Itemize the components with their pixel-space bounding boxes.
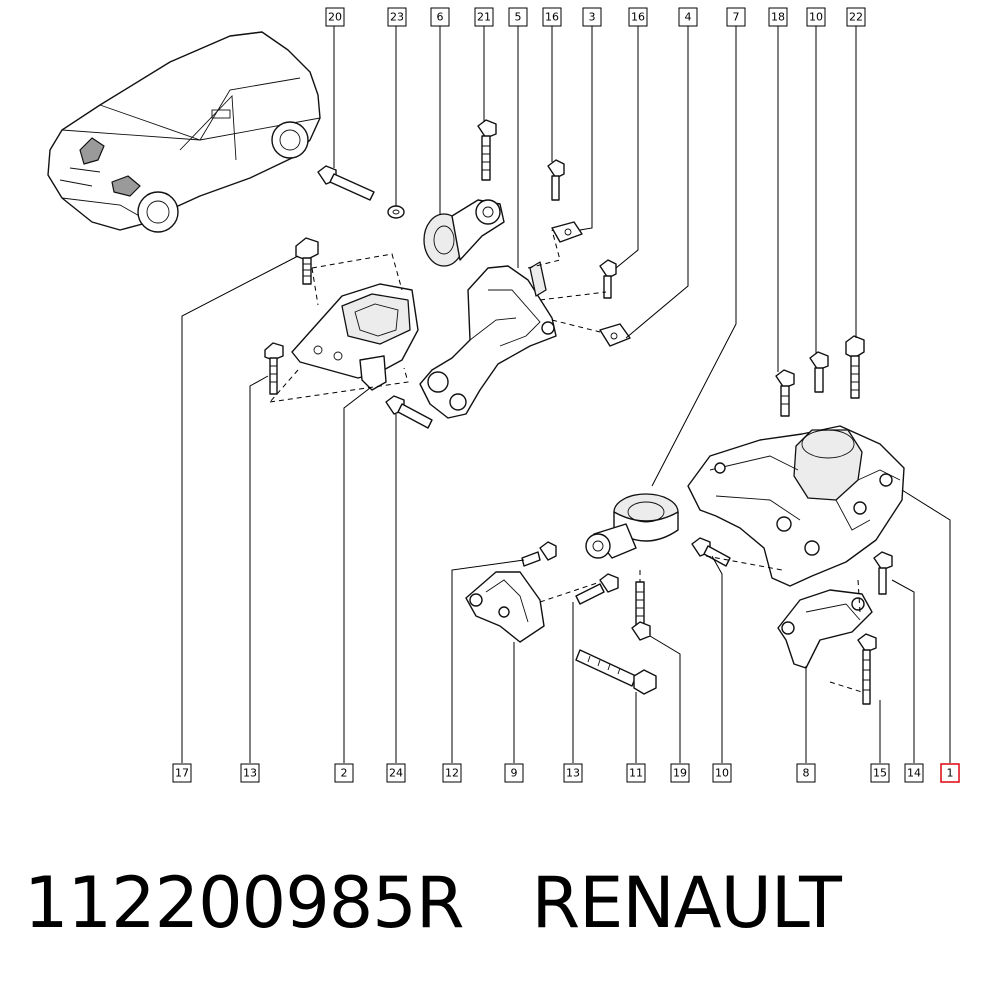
svg-text:6: 6 [437,11,444,24]
clip-part-3[interactable] [551,221,583,243]
svg-text:9: 9 [511,767,518,780]
bracket-part-9[interactable] [465,571,545,643]
svg-text:20: 20 [328,11,342,24]
svg-text:5: 5 [515,11,522,24]
bolt-part-15[interactable] [857,633,877,705]
svg-text:16: 16 [545,11,559,24]
svg-text:8: 8 [803,767,810,780]
callout-top-10[interactable]: 10 [806,7,826,27]
bolt-part-14[interactable] [873,551,893,595]
bolt-part-13-left[interactable] [264,342,284,395]
bolt-part-19[interactable] [631,581,651,641]
svg-text:10: 10 [809,11,823,24]
svg-text:14: 14 [907,767,921,780]
svg-text:21: 21 [477,11,491,24]
svg-text:13: 13 [243,767,257,780]
callout-bottom-12[interactable]: 12 [442,763,462,783]
callout-top-18[interactable]: 18 [768,7,788,27]
svg-text:17: 17 [175,767,189,780]
callout-bottom-8[interactable]: 8 [796,763,816,783]
callout-top-4[interactable]: 4 [678,7,698,27]
svg-text:10: 10 [715,767,729,780]
bolt-part-10-side[interactable] [691,537,731,567]
leader-lines [181,26,951,763]
torque-rod-part-6[interactable] [423,199,505,267]
svg-text:2: 2 [341,767,348,780]
svg-text:24: 24 [389,767,403,780]
callout-bottom-15[interactable]: 15 [870,763,890,783]
washer-part-23[interactable] [387,205,405,219]
brand-name: RENAULT [531,862,841,944]
engine-bracket-part-5[interactable] [419,261,557,419]
callout-bottom-19[interactable]: 19 [670,763,690,783]
bolt-part-16-right[interactable] [599,259,617,299]
part-number: 112200985R [24,862,464,944]
callout-bottom-24[interactable]: 24 [386,763,406,783]
svg-text:19: 19 [673,767,687,780]
callout-bottom-10[interactable]: 10 [712,763,732,783]
svg-text:23: 23 [390,11,404,24]
callout-bottom-2[interactable]: 2 [334,763,354,783]
bolt-part-17[interactable] [295,237,319,285]
callout-bottom-13-a[interactable]: 13 [240,763,260,783]
bolt-part-16-top[interactable] [547,159,565,201]
callout-top-7[interactable]: 7 [726,7,746,27]
callout-top-5[interactable]: 5 [508,7,528,27]
svg-text:13: 13 [566,767,580,780]
bolt-part-12[interactable] [521,541,557,567]
bolt-part-10-top[interactable] [809,351,829,393]
bolt-part-24[interactable] [385,395,433,429]
bolt-part-21[interactable] [477,119,497,181]
vehicle-locator-illustration [47,31,321,233]
bracket-part-8[interactable] [777,589,873,669]
svg-text:18: 18 [771,11,785,24]
callout-bottom-13-b[interactable]: 13 [563,763,583,783]
svg-text:11: 11 [629,767,643,780]
callout-top-23[interactable]: 23 [387,7,407,27]
bolt-part-13-mid[interactable] [575,573,619,605]
right-engine-mount-part-7[interactable] [585,493,679,559]
callout-bottom-11[interactable]: 11 [626,763,646,783]
callout-top-20[interactable]: 20 [325,7,345,27]
svg-text:16: 16 [631,11,645,24]
bolt-part-11[interactable] [575,649,657,695]
callout-bottom-9[interactable]: 9 [504,763,524,783]
bolt-part-20[interactable] [317,165,375,201]
svg-text:7: 7 [733,11,740,24]
left-engine-mount-part-2[interactable] [291,283,419,391]
svg-text:22: 22 [849,11,863,24]
callout-top-21[interactable]: 21 [474,7,494,27]
bolt-part-18[interactable] [775,369,795,417]
svg-text:12: 12 [445,767,459,780]
callout-top-6[interactable]: 6 [430,7,450,27]
clip-part-4[interactable] [599,323,631,347]
callout-bottom-17[interactable]: 17 [172,763,192,783]
callout-top-22[interactable]: 22 [846,7,866,27]
svg-text:1: 1 [947,767,954,780]
engine-mount-bracket-part-1[interactable] [687,425,905,587]
callout-top-16-b[interactable]: 16 [628,7,648,27]
svg-text:4: 4 [685,11,692,24]
callout-top-16-a[interactable]: 16 [542,7,562,27]
svg-text:15: 15 [873,767,887,780]
part-reference-caption: 112200985R RENAULT [24,858,842,948]
svg-text:3: 3 [589,11,596,24]
callout-top-3[interactable]: 3 [582,7,602,27]
callout-bottom-14[interactable]: 14 [904,763,924,783]
bolt-part-22[interactable] [845,335,865,399]
callout-bottom-1-highlighted[interactable]: 1 [940,763,960,783]
